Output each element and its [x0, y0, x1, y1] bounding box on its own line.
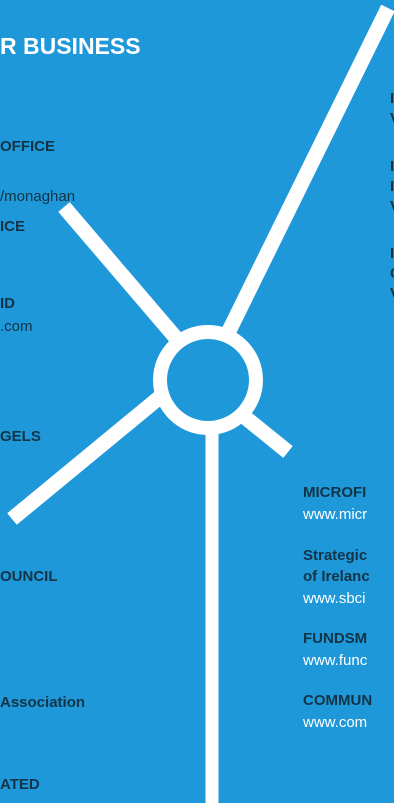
- right-heading-ireland: of Irelanc: [303, 568, 370, 585]
- right-fragment: I: [390, 178, 394, 195]
- left-heading-ouncil: OUNCIL: [0, 568, 58, 585]
- left-url-com[interactable]: .com: [0, 318, 33, 335]
- left-heading-ated: ATED: [0, 776, 40, 793]
- turbine-blade-upper: [220, 4, 394, 339]
- right-heading-commun: COMMUN: [303, 692, 373, 709]
- right-url-com[interactable]: www.com: [303, 714, 368, 731]
- right-fragment: I: [390, 158, 394, 175]
- right-url-sbci[interactable]: www.sbci: [303, 590, 366, 607]
- page-title: R BUSINESS: [0, 33, 141, 59]
- right-heading-fundsm: FUNDSM: [303, 630, 368, 647]
- left-heading-association: Association: [0, 694, 86, 711]
- right-fragment: C: [390, 265, 394, 282]
- right-fragment: V: [390, 110, 394, 127]
- right-url-micr[interactable]: www.micr: [303, 506, 368, 523]
- left-heading-id: ID: [0, 295, 15, 312]
- left-heading-ice: ICE: [0, 218, 26, 235]
- turbine-hub-inner: [167, 339, 249, 421]
- right-fragment: V: [390, 198, 394, 215]
- right-fragment: I: [390, 245, 394, 262]
- turbine-blade-left: [58, 202, 182, 343]
- left-url-monaghan[interactable]: /monaghan: [0, 188, 76, 205]
- right-fragment: I: [390, 90, 394, 107]
- right-heading-strategic: Strategic: [303, 547, 368, 564]
- right-heading-microfi: MICROFI: [303, 484, 367, 501]
- left-heading-gels: GELS: [0, 428, 41, 445]
- right-fragment: V: [390, 285, 394, 302]
- left-heading-office: OFFICE: [0, 138, 55, 155]
- turbine-blade-lower: [7, 386, 171, 525]
- right-url-func[interactable]: www.func: [303, 652, 368, 669]
